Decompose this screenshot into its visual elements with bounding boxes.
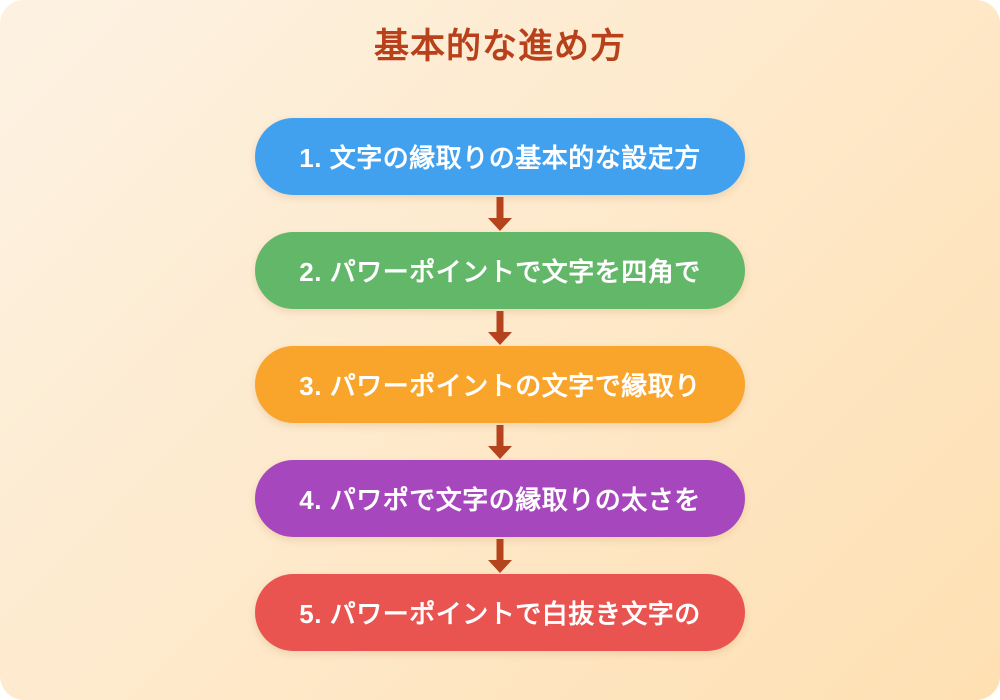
flow-step-label: 2. パワーポイントで文字を四角で [299,257,701,287]
flow-step-label: 1. 文字の縁取りの基本的な設定方 [299,143,701,173]
flow-step-1[interactable]: 1. 文字の縁取りの基本的な設定方 [255,118,745,195]
flow-step-label: 4. パワポで文字の縁取りの太さを [299,485,701,515]
flow-step-3[interactable]: 3. パワーポイントの文字で縁取り [255,346,745,423]
arrow-down-icon [486,309,514,346]
arrow-down-icon [486,195,514,232]
arrow-down-icon [486,423,514,460]
flow-step-2[interactable]: 2. パワーポイントで文字を四角で [255,232,745,309]
arrow-down-icon [486,537,514,574]
flow-step-label: 3. パワーポイントの文字で縁取り [299,371,701,401]
flow-step-4[interactable]: 4. パワポで文字の縁取りの太さを [255,460,745,537]
page-title: 基本的な進め方 [373,27,626,66]
flow-step-5[interactable]: 5. パワーポイントで白抜き文字の [255,574,745,651]
flow-container: 1. 文字の縁取りの基本的な設定方 2. パワーポイントで文字を四角で 3. パワー… [255,118,745,651]
flow-step-label: 5. パワーポイントで白抜き文字の [299,599,701,629]
